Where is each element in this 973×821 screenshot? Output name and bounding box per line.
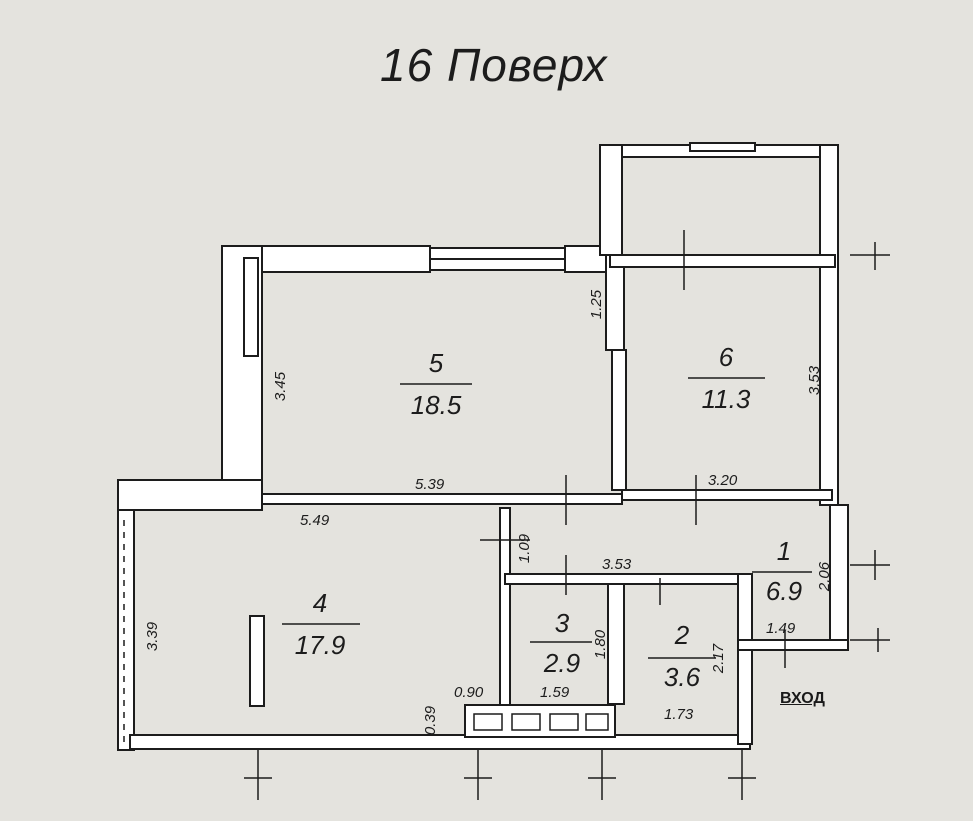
dim-room5-width: 5.39 bbox=[415, 476, 445, 493]
dim-room6-width: 3.20 bbox=[708, 472, 738, 489]
wall-room1-bottom bbox=[737, 639, 849, 651]
wall-top-room6 bbox=[609, 254, 836, 268]
radiator-room5 bbox=[243, 257, 259, 357]
room-1-number: 1 bbox=[776, 536, 792, 566]
wall-partition-56 bbox=[611, 349, 627, 491]
room-6-number: 6 bbox=[718, 342, 734, 372]
wall-room2-right bbox=[737, 573, 753, 745]
floor-title: 16 Поверх bbox=[380, 39, 608, 91]
room-2-number: 2 bbox=[674, 620, 690, 650]
wall-left-room6 bbox=[599, 144, 623, 256]
wall-mid bbox=[261, 493, 623, 505]
wall-mid-right bbox=[621, 489, 833, 501]
dim-corridor-vertical: 1.09 bbox=[516, 533, 534, 564]
wall-corridor-left bbox=[499, 507, 511, 737]
room-1-area: 6.9 bbox=[765, 576, 803, 606]
entrance-label: ВХОД bbox=[780, 690, 825, 707]
dim-room3-side: 1.80 bbox=[592, 629, 610, 660]
dim-room6-height: 3.53 bbox=[806, 365, 824, 396]
wall-step bbox=[117, 479, 263, 511]
dim-room4-height: 3.39 bbox=[144, 621, 162, 652]
wall-room3-top bbox=[504, 573, 746, 585]
room-5-area: 18.5 bbox=[410, 390, 462, 420]
wall-bottom bbox=[129, 734, 751, 750]
wall-left-room4 bbox=[117, 509, 135, 751]
wall-right-room6 bbox=[819, 144, 839, 506]
room-2-area: 3.6 bbox=[663, 662, 701, 692]
dim-room3-top: 3.53 bbox=[602, 556, 632, 573]
room-5-number: 5 bbox=[428, 348, 444, 378]
room-4-number: 4 bbox=[312, 588, 328, 618]
room-3-area: 2.9 bbox=[543, 648, 581, 678]
dim-room3-bottom: 1.59 bbox=[540, 684, 570, 701]
dim-room6-left: 1.25 bbox=[588, 289, 606, 320]
dim-niche-top: 0.90 bbox=[454, 684, 484, 701]
dim-room1-bottom: 1.49 bbox=[766, 620, 796, 637]
dim-room1-side: 2.06 bbox=[816, 561, 834, 592]
room-3-number: 3 bbox=[554, 608, 570, 638]
dim-room2-side: 2.17 bbox=[710, 643, 728, 674]
dim-room4-width: 5.49 bbox=[300, 512, 330, 529]
dim-room2-bottom: 1.73 bbox=[664, 706, 694, 723]
room-6-area: 11.3 bbox=[701, 384, 751, 414]
wall-left-room6-lower bbox=[605, 254, 625, 351]
wall-room3-right bbox=[607, 583, 625, 705]
window-room6 bbox=[689, 142, 756, 152]
room-4-area: 17.9 bbox=[294, 630, 346, 660]
dim-niche-side: 0.39 bbox=[422, 705, 440, 736]
dim-room5-height: 3.45 bbox=[272, 371, 290, 402]
radiator-room4 bbox=[249, 615, 265, 707]
